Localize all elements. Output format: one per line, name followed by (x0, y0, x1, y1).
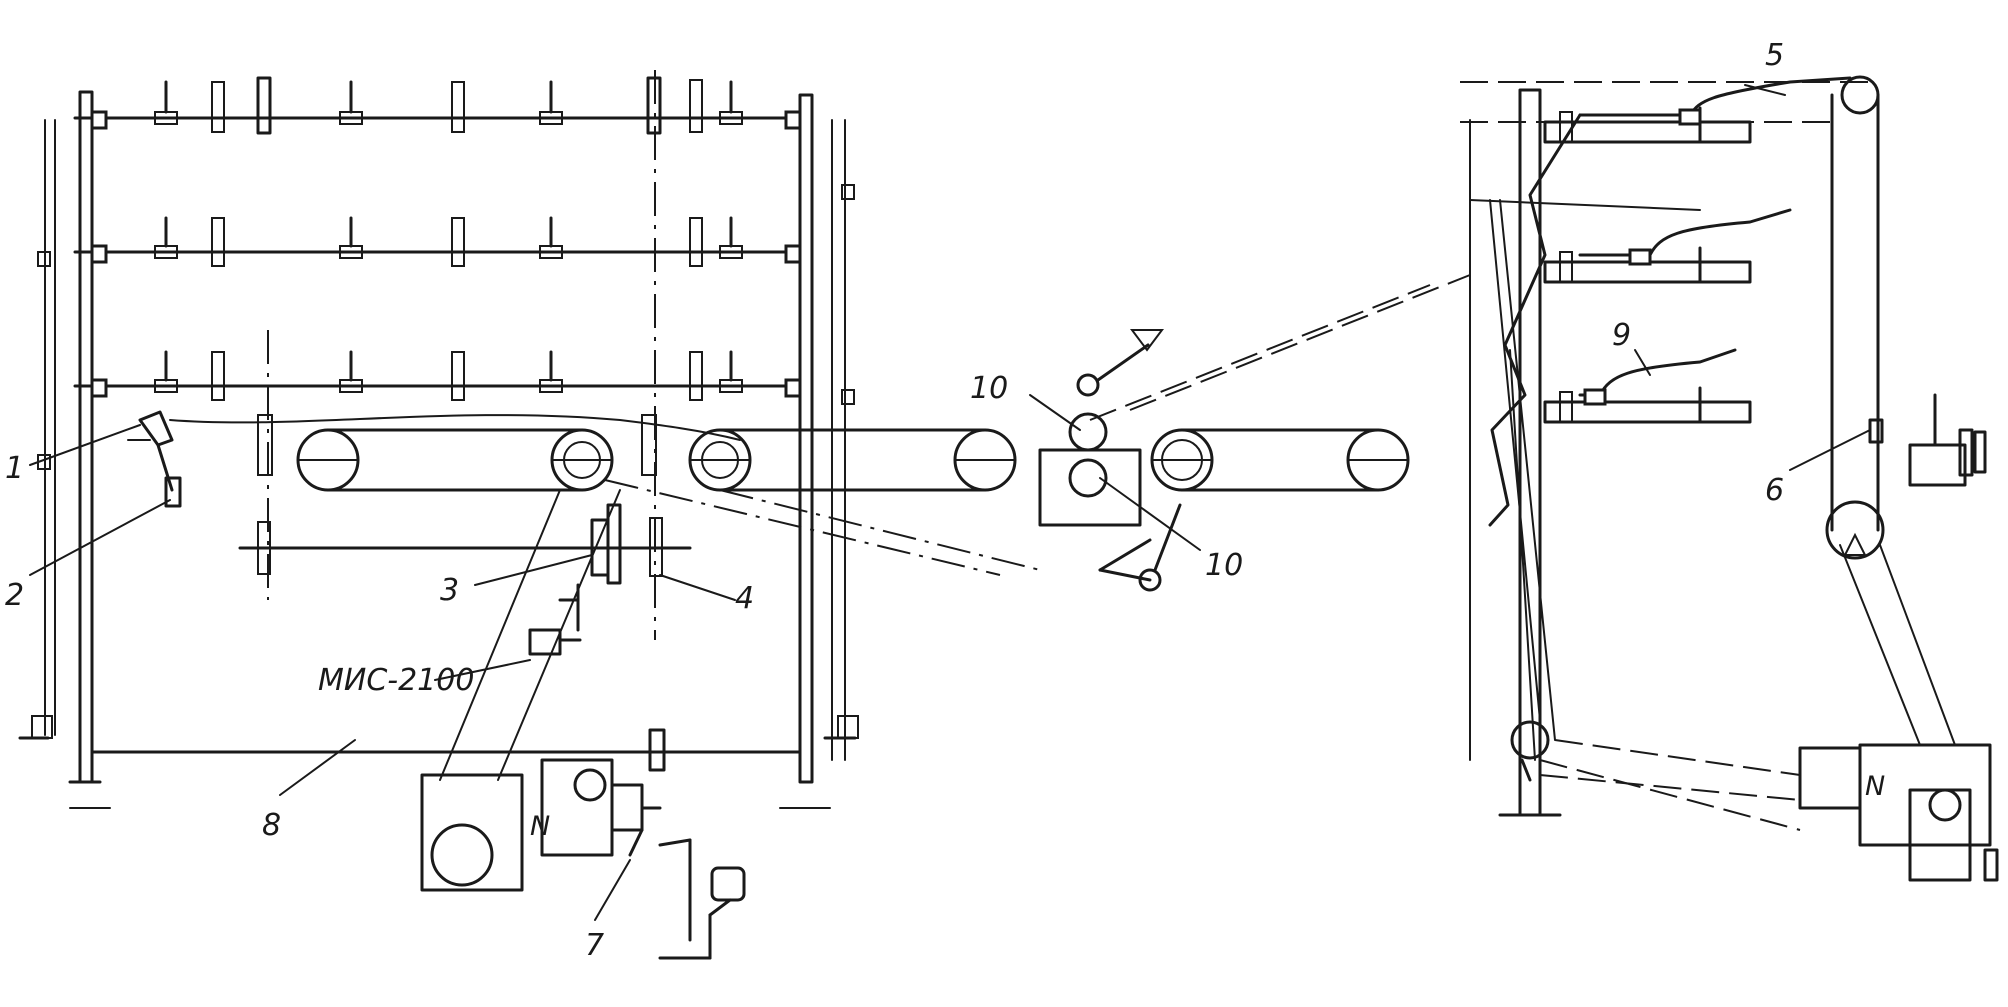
right-shelf-1 (1543, 76, 1852, 144)
right-unit-frame (1460, 81, 1870, 817)
right-drive-motor (1539, 739, 1999, 882)
label-4: 4 (735, 581, 754, 616)
label-1: 1 (5, 451, 24, 486)
shelf-row-2 (73, 216, 802, 267)
label-7: 7 (585, 928, 604, 963)
shelf-row-1 (73, 76, 802, 135)
right-shelf-3 (1543, 348, 1752, 424)
label-10-upper: 10 (970, 371, 1008, 406)
tensioner-6 (1868, 393, 1987, 487)
drive-shaft (238, 479, 1041, 585)
middle-conveyor (688, 428, 1017, 492)
label-3: 3 (440, 573, 459, 608)
feeler-lever (127, 410, 741, 508)
linkage-rods (1469, 113, 1701, 782)
leader-lines (29, 84, 1871, 921)
motor-n-marker-right: N (1865, 771, 1885, 802)
label-5: 5 (1765, 38, 1784, 73)
shelf-row-3 (73, 350, 802, 401)
left-conveyor (257, 414, 657, 492)
starter-mis (528, 583, 582, 656)
label-6: 6 (1765, 473, 1784, 508)
left-frame (18, 70, 859, 809)
vertical-belt (1825, 75, 1956, 746)
pressure-rollers (1038, 329, 1182, 592)
right-conveyor (1150, 428, 1410, 492)
pedal (658, 838, 746, 960)
label-10-lower: 10 (1205, 548, 1243, 583)
label-2: 2 (5, 578, 24, 613)
right-shelf-2 (1543, 208, 1792, 284)
motor-n-marker-left: N (530, 811, 550, 842)
label-9: 9 (1612, 318, 1631, 353)
label-8: 8 (262, 808, 281, 843)
label-mis-2100: МИС-2100 (318, 663, 474, 698)
motor-right (540, 728, 666, 857)
